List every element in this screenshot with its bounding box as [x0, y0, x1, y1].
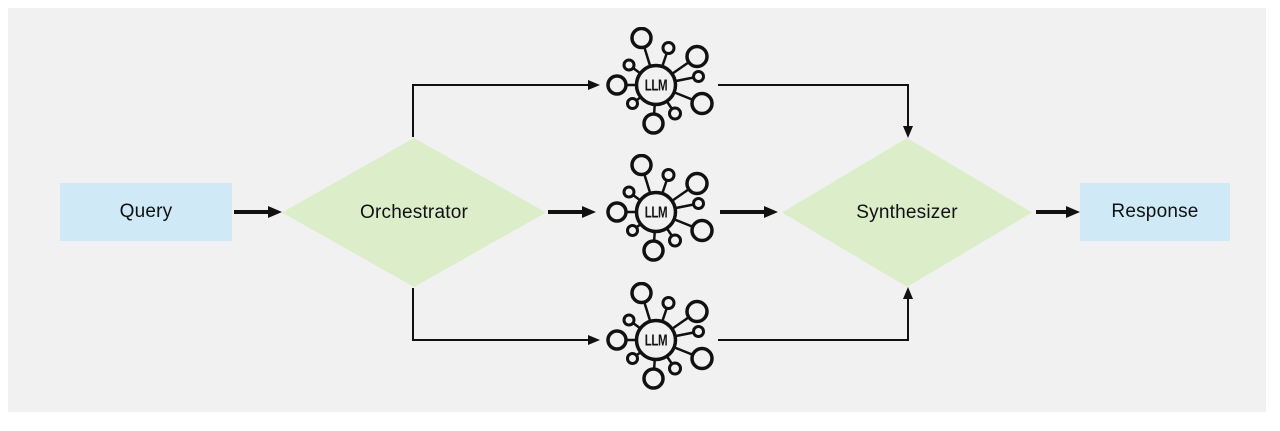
spoke-node-circle [630, 282, 653, 305]
response-label: Response [1111, 201, 1199, 222]
llm-network-icon: LLM [606, 282, 714, 390]
spoke-node-circle [668, 361, 682, 376]
icon-spoke-nodes [606, 282, 714, 390]
llm-network-icon: LLM [606, 154, 714, 262]
spoke-node-circle [626, 352, 639, 365]
query-label: Query [119, 201, 173, 222]
spoke-node-circle [606, 74, 628, 96]
llm-icon-label: LLM [645, 76, 668, 94]
spoke-node-circle [668, 233, 682, 248]
spoke-node-circle [692, 325, 705, 338]
spoke-node-circle [668, 106, 682, 121]
spoke-node-circle [692, 70, 705, 83]
node-response: Response [1080, 183, 1230, 241]
orchestrator-label: Orchestrator [360, 201, 468, 223]
node-llm-worker-2: LLM [598, 154, 714, 270]
node-llm-worker-3: LLM [598, 282, 714, 398]
spoke-node-circle [661, 296, 676, 310]
spoke-node-circle [622, 185, 636, 199]
spoke-node-circle [690, 91, 714, 116]
spoke-node-circle [622, 58, 636, 72]
spoke-node-circle [690, 346, 714, 371]
spoke-node-circle [685, 171, 709, 196]
spoke-node-circle [642, 112, 665, 135]
spoke-node-circle [642, 367, 665, 390]
node-query: Query [60, 183, 232, 241]
synthesizer-label: Synthesizer [856, 201, 958, 223]
icon-spoke-nodes [606, 154, 714, 262]
spoke-node-circle [606, 329, 628, 351]
spoke-node-circle [685, 299, 709, 324]
spoke-node-circle [622, 313, 636, 327]
spoke-node-circle [630, 27, 653, 50]
spoke-node-circle [690, 218, 714, 243]
llm-icon-label: LLM [645, 203, 668, 221]
spoke-node-circle [626, 97, 639, 110]
spoke-node-circle [661, 41, 676, 55]
icon-hub-circle [634, 190, 678, 234]
llm-network-icon: LLM [606, 27, 714, 135]
icon-spoke-nodes [606, 27, 714, 135]
spoke-node-circle [692, 197, 705, 210]
icon-hub-circle [634, 318, 678, 362]
spoke-node-circle [606, 201, 628, 223]
spoke-node-circle [630, 154, 653, 177]
spoke-node-circle [685, 44, 709, 69]
spoke-node-circle [661, 168, 676, 182]
node-llm-worker-1: LLM [598, 27, 714, 143]
llm-icon-label: LLM [645, 331, 668, 349]
spoke-node-circle [626, 224, 639, 237]
spoke-node-circle [642, 239, 665, 262]
icon-hub-circle [634, 63, 678, 107]
